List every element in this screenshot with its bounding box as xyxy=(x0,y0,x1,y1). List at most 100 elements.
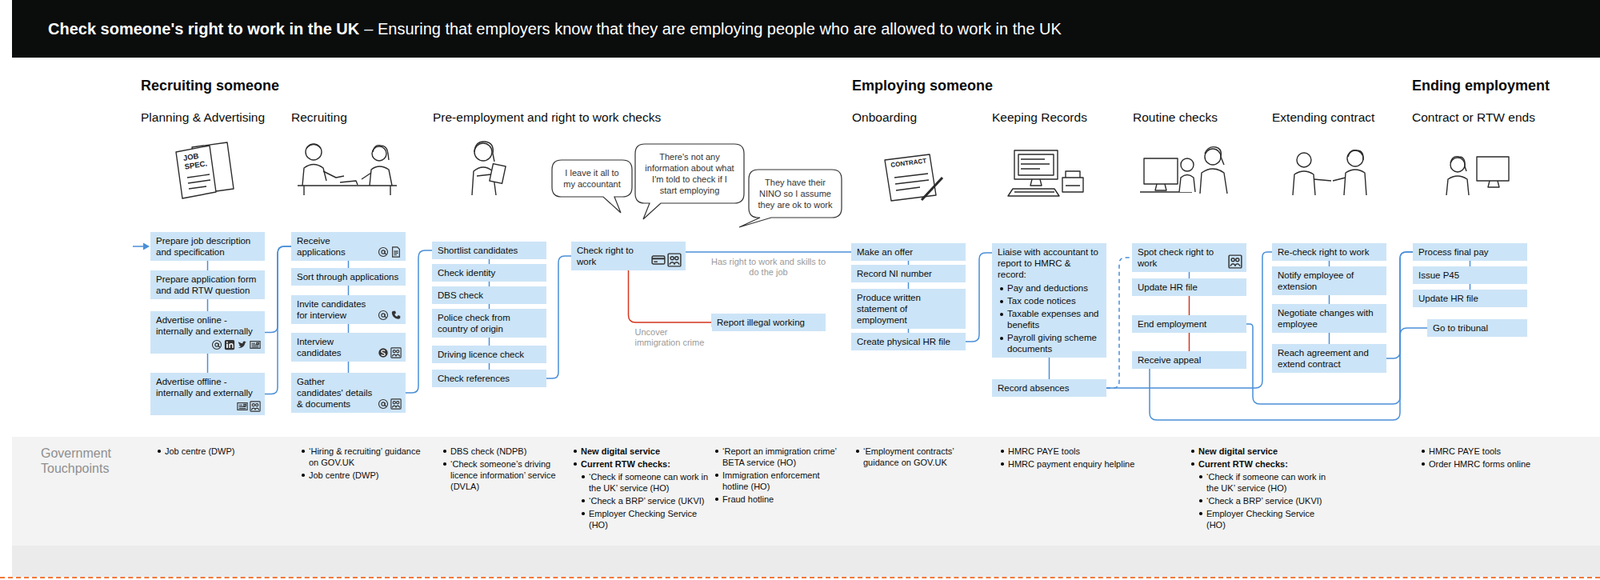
icon-part xyxy=(669,262,680,265)
icon-part xyxy=(224,340,235,350)
connector xyxy=(1188,272,1191,279)
touchpoint-text: HMRC payment enquiry helpline xyxy=(1008,458,1136,470)
connector xyxy=(405,250,432,393)
ending-sketch-part xyxy=(1488,180,1500,188)
touchpoint-text: ‘Check if someone can work in the UK’ se… xyxy=(588,471,709,494)
box-label: Record absences xyxy=(997,382,1101,394)
icon-part xyxy=(218,343,220,347)
connector xyxy=(965,252,992,342)
box-label: Report illegal working xyxy=(716,316,820,328)
process-box: DBS check xyxy=(432,286,547,304)
recruiting-sketch-part xyxy=(369,166,392,186)
touchpoint-column: Job centre (DWP) xyxy=(156,445,277,459)
bullet-dot xyxy=(1000,462,1004,466)
touchpoint-item: Employer Checking Service (HO) xyxy=(1190,508,1335,531)
bullet-dot xyxy=(1000,300,1004,304)
touchpoint-item: HMRC PAYE tools xyxy=(1000,445,1136,457)
list-text: Tax code notices xyxy=(1007,295,1101,307)
touchpoint-item: Current RTW checks: xyxy=(572,458,709,470)
icon-part xyxy=(256,342,260,344)
icon-part xyxy=(391,399,401,409)
bullet-dot xyxy=(581,512,585,516)
icon-part xyxy=(396,401,400,404)
list-item: Tax code notices xyxy=(997,295,1101,307)
icon-part xyxy=(251,408,260,410)
recruiting-sketch-part xyxy=(372,145,389,160)
box-label: Create physical HR file xyxy=(856,336,960,348)
touchpoint-text: ‘Check if someone can work in the UK’ se… xyxy=(1206,471,1335,494)
bullet-dot xyxy=(1191,449,1195,453)
process-box: Negotiate changes with employee xyxy=(1272,304,1387,333)
section-heading: Recruiting someone xyxy=(140,77,280,95)
bullet-dot xyxy=(443,449,447,453)
bullet-dot xyxy=(715,497,719,501)
box-label: Interview candidates xyxy=(296,336,374,359)
recruiting-sketch-part xyxy=(302,164,327,187)
icon-part xyxy=(215,343,219,347)
bullet-dot xyxy=(581,499,585,503)
process-box: Receive applications xyxy=(291,232,406,261)
entry-arrow-part xyxy=(143,243,150,251)
icon-part xyxy=(670,256,674,260)
touchpoint-column: Government Touchpoints xyxy=(40,445,121,476)
box-label: Driving licence check xyxy=(437,348,541,360)
checker-sketch-part xyxy=(476,174,492,176)
checker-sketch-part xyxy=(474,143,492,161)
list-item: Payroll giving scheme documents xyxy=(997,332,1101,355)
handshake-sketch-part xyxy=(1313,179,1332,181)
bullet-dot xyxy=(1000,449,1004,453)
touchpoint-text: Employer Checking Service (HO) xyxy=(1206,508,1335,531)
touchpoint-text: Order HMRC forms online xyxy=(1428,458,1541,470)
box-label: Sort through applications xyxy=(296,271,400,283)
icon-part xyxy=(1228,255,1242,268)
at-icon xyxy=(377,309,389,321)
job-spec-sketch-part xyxy=(187,174,211,189)
recruiting-sketch-part xyxy=(361,172,372,180)
connector xyxy=(1469,284,1472,290)
process-box: Driving licence check xyxy=(432,345,547,364)
label-anchor: Recruiting someone xyxy=(140,77,280,95)
connector xyxy=(348,260,350,268)
footer-strip xyxy=(12,545,1600,577)
touchpoint-item: Job centre (DWP) xyxy=(156,445,277,457)
process-box: Liaise with accountant to report to HMRC… xyxy=(992,243,1107,358)
computer-sketch-part xyxy=(1018,154,1054,176)
process-box: Issue P45 xyxy=(1412,266,1528,284)
box-label: Shortlist candidates xyxy=(437,244,541,256)
box-label: Gather candidates' details & documents xyxy=(296,376,374,410)
icon-part xyxy=(653,261,658,263)
process-box: End employment xyxy=(1132,315,1247,333)
speech-bubble: I leave it all to my accountant xyxy=(552,160,632,197)
connector xyxy=(207,299,209,312)
touchpoint-column: HMRC PAYE toolsOrder HMRC forms online xyxy=(1420,445,1541,472)
checker-sketch xyxy=(472,141,506,196)
process-box: Record absences xyxy=(992,379,1107,397)
icon-part xyxy=(226,341,228,344)
box-label: Check right to work xyxy=(576,244,648,268)
connector xyxy=(1188,332,1191,352)
bullet-dot xyxy=(1199,499,1203,503)
box-label: Process final pay xyxy=(1418,246,1522,258)
bubble-text: They have their NINO so I assume they ar… xyxy=(756,176,834,211)
routine-check-sketch-part xyxy=(1179,175,1196,193)
edge-label-anchor: Uncover immigration crime xyxy=(635,327,712,348)
box-label: Update HR file xyxy=(1418,292,1522,304)
box-label: Record NI number xyxy=(856,268,960,280)
page-subtitle: – Ensuring that employers know that they… xyxy=(364,20,1062,39)
box-label: Update HR file xyxy=(1137,281,1241,293)
at-icon xyxy=(377,398,389,410)
label-anchor: Employing someone xyxy=(852,77,993,95)
handshake-sketch-part xyxy=(1347,150,1364,167)
icon-part xyxy=(237,403,248,411)
box-label: Check references xyxy=(437,372,541,384)
bullet-dot xyxy=(715,473,719,477)
icon-part xyxy=(1231,258,1235,262)
bullet-dot xyxy=(1199,512,1203,516)
routine-check-sketch-part xyxy=(1200,168,1228,194)
process-box: Process final pay xyxy=(1412,243,1528,261)
ending-sketch-part xyxy=(1476,156,1509,181)
touchpoint-text: Employer Checking Service (HO) xyxy=(588,508,709,531)
routine-check-sketch xyxy=(1140,147,1228,194)
process-box: Prepare job description and specificatio… xyxy=(150,232,265,261)
icon-part xyxy=(1230,264,1240,267)
